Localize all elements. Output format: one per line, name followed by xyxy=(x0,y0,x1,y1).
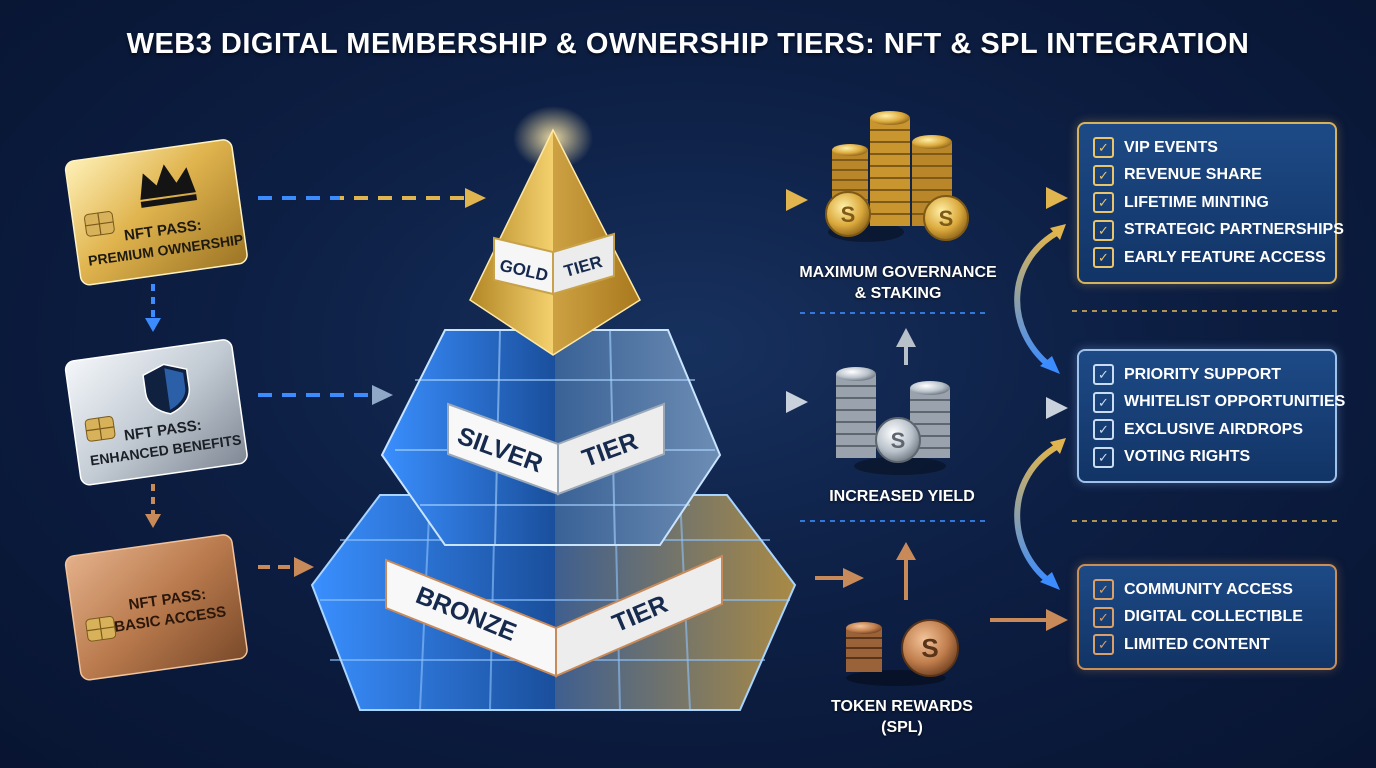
benefit-label: STRATEGIC PARTNERSHIPS xyxy=(1124,221,1344,239)
card-flow-arrow-2 xyxy=(145,484,161,528)
reward-gold-line2: & STAKING xyxy=(854,285,942,302)
checkbox-icon: ✓ xyxy=(1093,579,1114,601)
benefit-item: ✓ PRIORITY SUPPORT xyxy=(1093,361,1325,389)
nft-pass-card-premium: NFT PASS: PREMIUM OWNERSHIP xyxy=(64,139,248,286)
svg-text:S: S xyxy=(891,428,906,453)
arrow-gold-to-reward xyxy=(628,189,808,211)
benefit-item: ✓ EXCLUSIVE AIRDROPS xyxy=(1093,416,1325,444)
checkbox-icon: ✓ xyxy=(1093,364,1114,386)
checkbox-icon: ✓ xyxy=(1093,164,1114,186)
gold-benefits-panel: ✓ VIP EVENTS ✓ REVENUE SHARE ✓ LIFETIME MIN… xyxy=(1077,122,1344,284)
benefit-item: ✓ WHITELIST OPPORTUNITIES xyxy=(1093,389,1345,417)
arrow-card-to-gold xyxy=(258,188,486,208)
arrow-card-to-bronze xyxy=(258,557,314,577)
bronze-coins-icon: S xyxy=(846,619,959,686)
separators xyxy=(800,310,1340,522)
bronze-level xyxy=(310,494,797,711)
up-arrow-bronze-to-silver xyxy=(896,542,916,600)
svg-text:S: S xyxy=(921,633,938,663)
benefit-item: ✓ VOTING RIGHTS xyxy=(1093,444,1325,472)
benefit-label: DIGITAL COLLECTIBLE xyxy=(1124,608,1303,626)
checkbox-icon: ✓ xyxy=(1093,419,1114,441)
shield-icon xyxy=(142,363,191,415)
benefit-label: COMMUNITY ACCESS xyxy=(1124,580,1293,598)
checkbox-icon: ✓ xyxy=(1093,137,1114,159)
page-title: WEB3 DIGITAL MEMBERSHIP & OWNERSHIP TIER… xyxy=(126,28,1250,60)
reward-silver-line1: INCREASED YIELD xyxy=(829,488,975,505)
checkbox-icon: ✓ xyxy=(1093,192,1114,214)
benefit-item: ✓ VIP EVENTS xyxy=(1093,134,1325,162)
reward-caption-bronze: TOKEN REWARDS (SPL) xyxy=(800,696,1004,738)
arrow-reward-to-gold-panel xyxy=(990,187,1068,209)
benefit-label: REVENUE SHARE xyxy=(1124,166,1262,184)
silver-coins-icon: S xyxy=(836,367,950,475)
gold-tier-label: GOLD TIER xyxy=(493,232,615,296)
crown-icon xyxy=(140,164,198,208)
reward-gold-line1: MAXIMUM GOVERNANCE xyxy=(799,264,997,281)
card-flow-arrow-1 xyxy=(145,284,161,332)
up-arrow-silver-to-gold xyxy=(896,328,916,365)
benefit-item: ✓ LIMITED CONTENT xyxy=(1093,631,1325,659)
panel-link-arc-lower xyxy=(1014,438,1066,590)
checkbox-icon: ✓ xyxy=(1093,606,1114,628)
benefit-label: PRIORITY SUPPORT xyxy=(1124,365,1282,383)
reward-caption-silver: INCREASED YIELD xyxy=(800,486,1004,507)
checkbox-icon: ✓ xyxy=(1093,219,1114,241)
silver-tier-label: SILVER TIER xyxy=(447,402,665,496)
benefit-item: ✓ COMMUNITY ACCESS xyxy=(1093,576,1325,604)
benefit-label: EARLY FEATURE ACCESS xyxy=(1124,248,1326,266)
arrow-silver-to-reward xyxy=(722,391,808,413)
silver-benefits-panel: ✓ PRIORITY SUPPORT ✓ WHITELIST OPPORTUNITI… xyxy=(1077,349,1345,483)
arrow-reward-to-bronze-panel xyxy=(990,609,1068,631)
benefit-item: ✓ STRATEGIC PARTNERSHIPS xyxy=(1093,217,1344,245)
benefit-label: VIP EVENTS xyxy=(1124,138,1218,156)
benefit-item: ✓ LIFETIME MINTING xyxy=(1093,189,1325,217)
checkbox-icon: ✓ xyxy=(1093,247,1114,269)
chip-icon xyxy=(84,416,116,442)
svg-text:S: S xyxy=(841,202,856,227)
nft-pass-card-enhanced: NFT PASS: ENHANCED BENEFITS xyxy=(64,339,248,486)
reward-bronze-line1: TOKEN REWARDS xyxy=(831,698,973,715)
panel-link-arc-upper xyxy=(1014,224,1066,374)
gold-coins-icon: S S xyxy=(825,111,969,242)
checkbox-icon: ✓ xyxy=(1093,634,1114,656)
gold-level xyxy=(469,106,641,356)
bronze-benefits-panel: ✓ COMMUNITY ACCESS ✓ DIGITAL COLLECTIBLE ✓… xyxy=(1077,564,1337,670)
benefit-label: VOTING RIGHTS xyxy=(1124,448,1251,466)
reward-bronze-line2: (SPL) xyxy=(881,719,923,736)
silver-level xyxy=(380,329,722,546)
arrow-reward-to-silver-panel xyxy=(990,397,1068,419)
reward-caption-gold: MAXIMUM GOVERNANCE & STAKING xyxy=(780,262,1016,304)
chip-icon xyxy=(85,615,117,642)
tier-pyramid: GOLD TIER SILVER TIER BRONZE TIER xyxy=(310,106,797,711)
benefit-label: LIFETIME MINTING xyxy=(1124,193,1269,211)
chip-icon xyxy=(84,211,115,237)
arrow-card-to-silver xyxy=(258,385,393,405)
benefit-label: EXCLUSIVE AIRDROPS xyxy=(1124,420,1303,438)
arrow-bronze-to-reward xyxy=(815,568,864,588)
benefit-label: LIMITED CONTENT xyxy=(1124,635,1270,653)
benefit-item: ✓ EARLY FEATURE ACCESS xyxy=(1093,244,1326,272)
benefit-item: ✓ REVENUE SHARE xyxy=(1093,162,1325,190)
svg-text:S: S xyxy=(939,206,954,231)
checkbox-icon: ✓ xyxy=(1093,446,1114,468)
benefit-item: ✓ DIGITAL COLLECTIBLE xyxy=(1093,604,1325,632)
benefit-label: WHITELIST OPPORTUNITIES xyxy=(1124,393,1346,411)
nft-pass-card-basic: NFT PASS: BASIC ACCESS xyxy=(64,534,248,681)
checkbox-icon: ✓ xyxy=(1093,391,1114,413)
